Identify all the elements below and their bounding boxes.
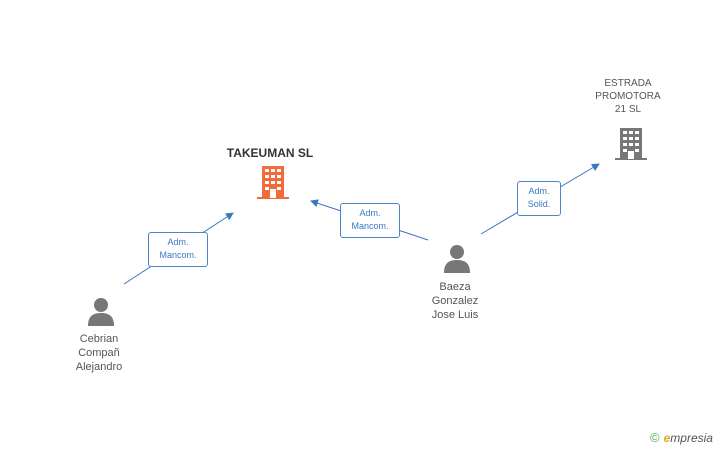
person-name-line: Compañ xyxy=(78,347,120,359)
person-label-cebrian[interactable]: Cebrian Compañ Alejandro xyxy=(49,332,149,374)
person-icon[interactable] xyxy=(444,245,470,273)
edge-label-line: Adm. xyxy=(359,208,381,218)
edge-label-baeza-estrada: Adm. Solid. xyxy=(517,181,561,216)
edge-label-line: Solid. xyxy=(527,199,551,209)
brand-name: mpresia xyxy=(670,431,713,445)
copyright-symbol: © xyxy=(650,430,660,445)
person-name-line: Cebrian xyxy=(79,333,119,345)
person-name-line: Gonzalez xyxy=(431,295,479,307)
person-label-baeza[interactable]: Baeza Gonzalez Jose Luis xyxy=(405,280,505,322)
person-icon[interactable] xyxy=(88,298,114,326)
edge-label-line: Mancom. xyxy=(351,221,389,231)
company-name-line: 21 SL xyxy=(614,104,642,115)
edge-label-cebrian-takeuman: Adm. Mancom. xyxy=(148,232,208,267)
building-icon[interactable] xyxy=(615,128,647,160)
edge-label-line: Mancom. xyxy=(159,250,197,260)
person-name-line: Jose Luis xyxy=(431,309,479,321)
brand-initial: e xyxy=(663,431,671,445)
company-label-estrada[interactable]: ESTRADA PROMOTORA 21 SL xyxy=(578,77,678,116)
building-icon[interactable] xyxy=(257,166,289,199)
edge-label-line: Adm. xyxy=(528,186,550,196)
empresia-watermark: ©empresia xyxy=(650,430,713,445)
edge-label-line: Adm. xyxy=(167,237,189,247)
company-name-line: PROMOTORA xyxy=(595,91,661,102)
company-label-takeuman[interactable]: TAKEUMAN SL xyxy=(226,146,314,160)
company-name-line: ESTRADA xyxy=(604,78,652,89)
person-name-line: Baeza xyxy=(439,281,471,293)
person-name-line: Alejandro xyxy=(75,361,123,373)
edge-label-baeza-takeuman: Adm. Mancom. xyxy=(340,203,400,238)
